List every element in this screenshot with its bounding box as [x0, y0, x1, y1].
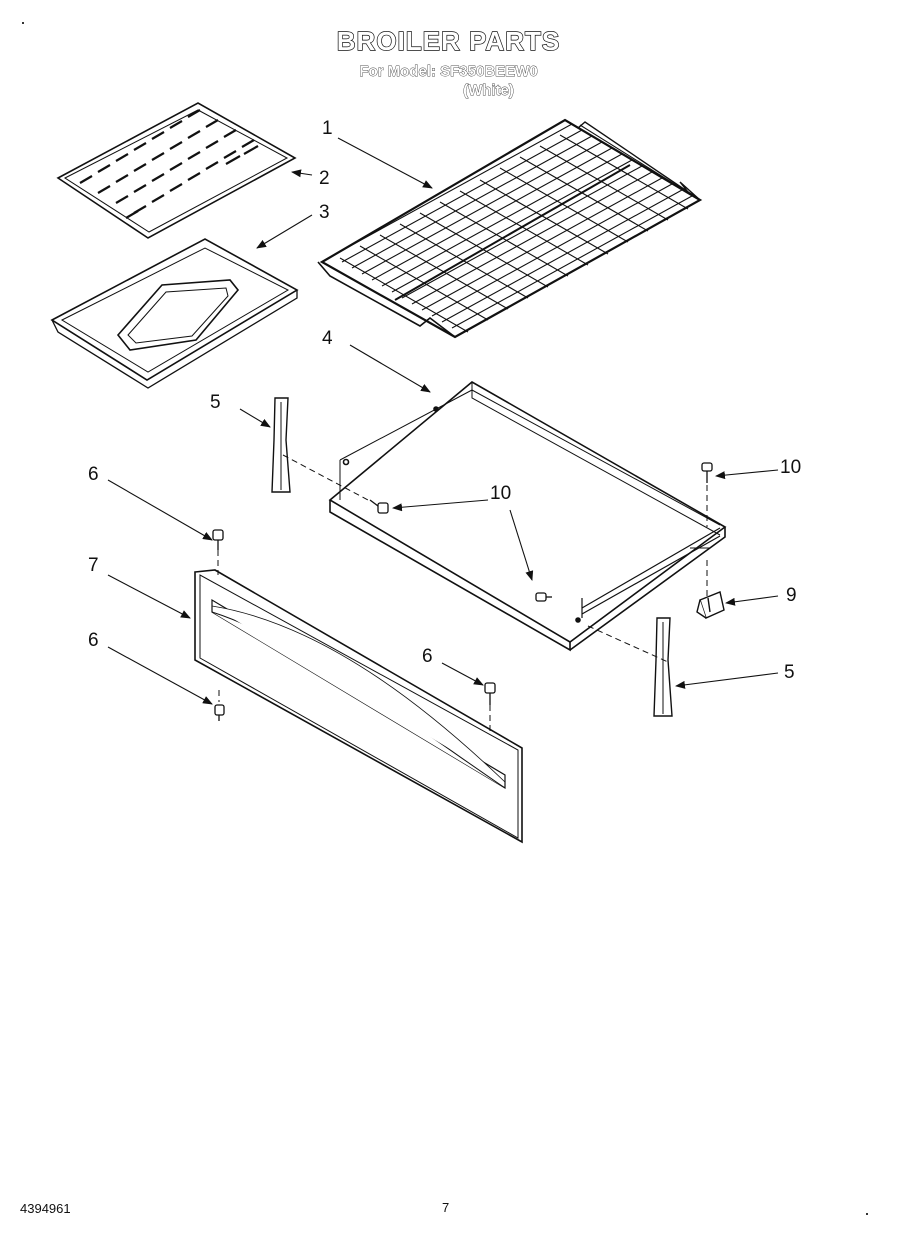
- callout-10-right: 10: [780, 457, 801, 478]
- broiler-drawer-part: [328, 381, 727, 652]
- callout-5-right: 5: [784, 662, 795, 683]
- model-line: For Model: SF350BEEW0: [359, 63, 538, 81]
- callout-7: 7: [88, 555, 99, 576]
- screw-part-6: [212, 529, 496, 721]
- callout-6-right: 6: [422, 646, 433, 667]
- drawer-front-panel-part: [194, 569, 523, 844]
- screw-part-10: [369, 462, 713, 602]
- broiler-grid-part: [56, 102, 297, 239]
- color-line: (White): [463, 82, 515, 100]
- callout-labels: 1 2 3 4 5 6 10 10 7 9 6 6 5: [88, 118, 801, 683]
- footer-page-number: 7: [442, 1200, 450, 1215]
- corner-mark: [866, 1213, 868, 1215]
- callout-6-bottom: 6: [88, 630, 99, 651]
- alignment-lines: [217, 454, 708, 735]
- corner-mark: [22, 22, 24, 24]
- leader-arrows: [107, 137, 779, 705]
- footer-part-number: 4394961: [20, 1201, 71, 1216]
- callout-4: 4: [322, 328, 333, 349]
- clip-part-9: [696, 591, 725, 619]
- callout-3: 3: [319, 202, 330, 223]
- callout-9: 9: [786, 585, 797, 606]
- broiler-pan-part: [50, 238, 299, 389]
- drawer-slide-left: [271, 397, 291, 493]
- page-title: BROILER PARTS: [336, 25, 561, 56]
- callout-5-left: 5: [210, 392, 221, 413]
- callout-1: 1: [322, 118, 333, 139]
- drawer-slide-right: [653, 617, 673, 717]
- oven-rack-part: [317, 118, 703, 339]
- callout-10-center: 10: [490, 483, 511, 504]
- callout-6-top: 6: [88, 464, 99, 485]
- callout-2: 2: [319, 168, 330, 189]
